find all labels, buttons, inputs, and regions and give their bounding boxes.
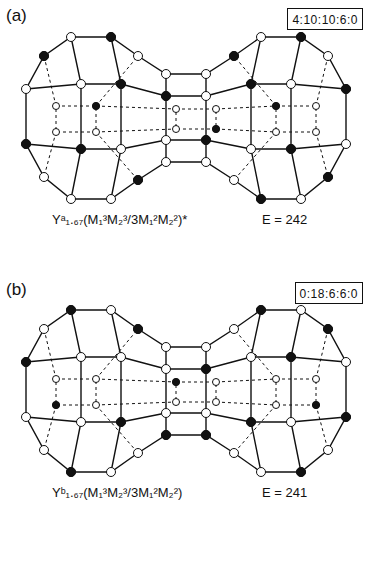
atom-or-bond: [247, 80, 256, 89]
atom-or-bond: [202, 136, 211, 145]
atom-or-bond: [22, 140, 31, 149]
atom-or-bond: [134, 325, 143, 334]
atom-or-bond: [77, 145, 86, 154]
atom-or-bond: [67, 306, 76, 315]
atom-or-bond: [202, 365, 211, 374]
atom-or-bond: [93, 103, 100, 110]
atom-or-bond: [213, 126, 220, 133]
atom-or-bond: [117, 80, 126, 89]
atom-or-bond: [297, 468, 306, 477]
atom-or-bond: [22, 306, 351, 477]
atom-or-bond: [247, 418, 256, 427]
atom-or-bond: [297, 33, 306, 42]
atom-or-bond: [67, 468, 76, 477]
index-box: 4:10:10:6:0: [287, 8, 363, 30]
atom-or-bond: [22, 358, 31, 367]
atom-or-bond: [22, 33, 351, 204]
panel-letter: (a): [6, 6, 27, 26]
atom-or-bond: [53, 402, 60, 409]
formula: Yᵃ₁.₆₇(M₁³M₂³/3M₁²M₂²)*: [52, 212, 187, 228]
panel-letter: (b): [6, 280, 27, 300]
index-text: 0:18:6:6:0: [300, 287, 358, 301]
atom-or-bond: [134, 176, 143, 185]
atom-or-bond: [22, 306, 351, 477]
index-text: 4:10:10:6:0: [292, 13, 358, 27]
atom-or-bond: [173, 379, 180, 386]
atom-or-bond: [162, 431, 171, 440]
atom-or-bond: [273, 103, 280, 110]
atom-or-bond: [287, 145, 296, 154]
atom-or-bond: [324, 173, 333, 182]
atom-or-bond: [40, 52, 49, 61]
atom-or-bond: [107, 33, 116, 42]
atom-or-bond: [162, 92, 171, 101]
atom-or-bond: [117, 418, 126, 427]
atom-or-bond: [202, 431, 211, 440]
atom-or-bond: [324, 325, 333, 334]
atom-or-bond: [313, 402, 320, 409]
atom-or-bond: [342, 85, 351, 94]
atom-or-bond: [287, 353, 296, 362]
energy-value: E = 241: [262, 485, 307, 501]
index-box: 0:18:6:6:0: [295, 282, 363, 304]
atom-or-bond: [342, 413, 351, 422]
atom-or-bond: [257, 306, 266, 315]
atom-or-bond: [257, 195, 266, 204]
molecule-a: [22, 33, 351, 204]
formula: Yᵇ₁.₆₇(M₁³M₂³/3M₁²M₂²): [52, 485, 182, 501]
energy-value: E = 242: [262, 212, 307, 228]
atom-or-bond: [22, 33, 351, 204]
molecule-b: [22, 306, 351, 477]
atom-or-bond: [230, 52, 239, 61]
